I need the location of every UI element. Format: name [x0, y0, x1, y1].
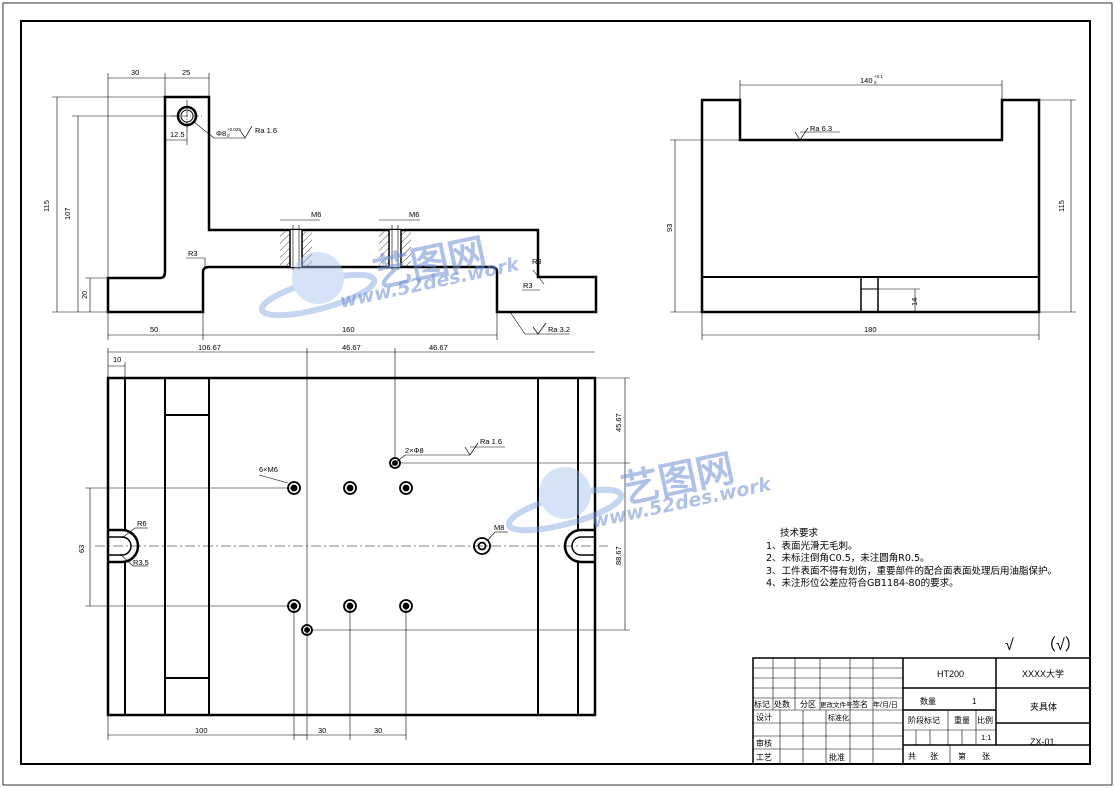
tb-review: 审核: [756, 738, 772, 748]
ra-1-6-top: Ra 1.6: [480, 437, 502, 446]
tb-material: HT200: [937, 669, 964, 679]
side-view: [670, 80, 1076, 340]
dim-107: 107: [63, 207, 72, 220]
dim-2x8: 2×Φ8: [405, 446, 424, 455]
tb-change: 更改文件号: [820, 700, 853, 709]
tb-page-unit: 张: [982, 752, 990, 761]
dim-14: 14: [910, 298, 919, 306]
tb-scale-label: 比例: [977, 715, 993, 725]
inner-border: [20, 20, 1091, 765]
dim-12-5: 12.5: [170, 130, 185, 139]
dim-30-a: 30: [318, 726, 326, 735]
side-pin-hole: [860, 276, 879, 313]
tb-school: XXXX大学: [1022, 668, 1064, 679]
technical-requirements: 技术要求 1、表面光滑无毛刺。 2、未标注倒角C0.5，未注圆角R0.5。 3、…: [766, 528, 1057, 591]
dim-10: 10: [113, 355, 121, 364]
ra-6-3: Ra 6.3: [810, 124, 832, 133]
dim-93: 93: [665, 224, 674, 232]
notes-title: 技术要求: [780, 528, 819, 539]
dim-r3-right-top: R3: [532, 257, 542, 266]
dim-88-67: 88.67: [614, 546, 623, 565]
ra-3-2: Ra 3.2: [548, 325, 570, 334]
dim-180: 180: [864, 325, 877, 334]
dim-106-67: 106.67: [198, 343, 221, 352]
dim-30: 30: [131, 68, 139, 77]
roughness-mark: √: [1005, 637, 1014, 654]
tb-std: 标准化: [828, 713, 849, 722]
dim-63: 63: [77, 545, 86, 553]
tb-drawing-no: ZX-01: [1030, 737, 1055, 747]
tb-approve: 批准: [829, 752, 845, 762]
dim-45-67: 45.67: [614, 413, 623, 432]
tb-design: 设计: [756, 712, 772, 722]
dim-r6: R6: [137, 519, 147, 528]
dim-50: 50: [150, 325, 158, 334]
dim-20: 20: [80, 291, 89, 299]
dim-140-sub: 0: [874, 80, 877, 85]
dim-r3-5: R3.5: [133, 558, 149, 567]
tb-place: 处数: [774, 699, 790, 709]
roughness-general: （√）: [1040, 636, 1081, 654]
ra-1-6: Ra 1.6: [255, 126, 277, 135]
dim-m6-left: M6: [311, 210, 321, 219]
front-view: [52, 73, 598, 340]
dim-6xm6: 6×M6: [259, 465, 278, 474]
side-view-outline: [700, 98, 1041, 314]
note-3: 3、工件表面不得有划伤，重要部件的配合面表面处理后用油脂保护。: [766, 565, 1058, 577]
dim-140-sup: +0.1: [874, 74, 883, 79]
tb-sign: 签名: [852, 699, 868, 709]
tb-scale-value: 1:1: [981, 733, 991, 742]
tb-date: 年/月/日: [873, 700, 898, 709]
dim-25: 25: [182, 68, 190, 77]
m6-hole: [343, 481, 357, 495]
dim-r3-left: R3: [188, 249, 198, 258]
dim-115: 115: [42, 200, 51, 212]
top-view-outline: [106, 376, 597, 717]
dim-46-67-a: 46.67: [342, 343, 361, 352]
tb-qty-label: 数量: [920, 696, 936, 706]
watermark-globe: [258, 252, 625, 534]
dim-46-67-b: 46.67: [429, 343, 448, 352]
tb-weight: 重量: [954, 715, 970, 725]
m6-hole: [399, 481, 413, 495]
top-view: [85, 348, 630, 740]
tb-mark: 标记: [754, 699, 770, 709]
tb-page: 第: [958, 751, 966, 761]
tb-stage: 阶段标记: [908, 715, 940, 725]
note-1: 1、表面光滑无毛刺。: [766, 540, 858, 552]
dim-100: 100: [195, 726, 208, 735]
tb-process: 工艺: [756, 753, 772, 762]
tb-qty-value: 1: [972, 697, 977, 706]
dim-m8: M8: [494, 523, 504, 532]
tb-total: 共: [908, 752, 916, 761]
dim-115-side: 115: [1057, 200, 1066, 212]
dim-hole-sub: 0: [227, 133, 230, 138]
tb-zone: 分区: [800, 700, 816, 709]
dim-30-b: 30: [374, 726, 382, 735]
tb-sheet-unit: 张: [930, 752, 938, 761]
note-2: 2、未标注倒角C0.5，未注圆角R0.5。: [766, 553, 930, 564]
dim-hole-tol: Φ8: [216, 129, 226, 138]
dim-hole-sup: +0.025: [227, 127, 241, 132]
tb-part-name: 夹具体: [1030, 701, 1057, 712]
title-block: [752, 657, 1091, 765]
note-4: 4、未注形位公差应符合GB1184-80的要求。: [766, 578, 959, 589]
dim-160: 160: [342, 325, 355, 334]
dim-r3-right-bottom: R3: [523, 281, 533, 290]
front-view-outline: [106, 95, 598, 314]
dim-m6-right: M6: [409, 210, 419, 219]
dim-140: 140: [860, 76, 873, 85]
